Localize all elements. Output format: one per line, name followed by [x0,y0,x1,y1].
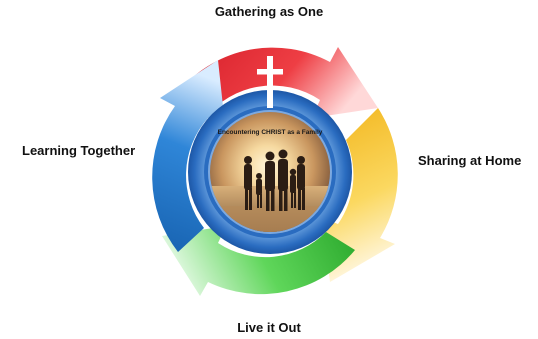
stage-label-right: Sharing at Home [418,153,522,168]
center-caption: Encountering CHRIST as a Family [218,129,323,136]
cross-icon [257,56,283,108]
segment-yellow-arrow [322,108,398,282]
segment-blue-arrow [152,60,225,252]
stage-label-bottom: Live it Out [237,320,301,335]
segment-green-arrow [162,226,355,296]
stage-label-left: Learning Together [22,143,136,158]
stage-label-top: Gathering as One [214,4,324,19]
segment-red-arrow [180,47,378,118]
